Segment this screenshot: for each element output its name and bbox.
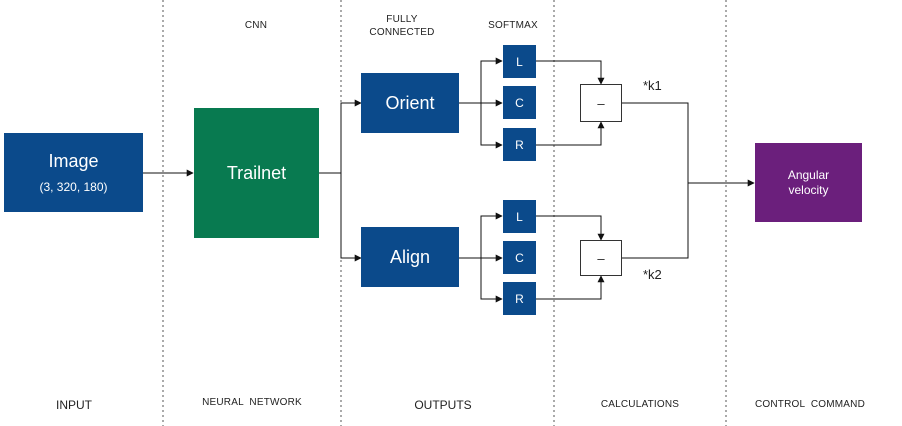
trailnet-node: Trailnet: [194, 108, 319, 238]
section-control-command-label: CONTROL COMMAND: [754, 399, 866, 410]
image-input-node: Image (3, 320, 180): [4, 133, 143, 212]
trailnet-label: Trailnet: [226, 162, 287, 183]
softmax-header: SOFTMAX: [488, 20, 538, 31]
subtract-orient-node: –: [580, 84, 622, 122]
image-shape: (3, 320, 180): [39, 180, 108, 194]
section-input-label: INPUT: [56, 398, 92, 412]
orient-softmax-r: R: [503, 128, 536, 161]
orient-softmax-l: L: [503, 45, 536, 78]
fully-connected-header: FULLY CONNECTED: [369, 14, 435, 38]
align-softmax-c: C: [503, 241, 536, 274]
orient-node: Orient: [361, 73, 459, 133]
align-softmax-l: L: [503, 200, 536, 233]
orient-softmax-c: C: [503, 86, 536, 119]
gain-k2-label: *k2: [643, 267, 662, 282]
align-label: Align: [389, 246, 431, 267]
align-softmax-r: R: [503, 282, 536, 315]
gain-k1-label: *k1: [643, 78, 662, 93]
subtract-align-node: –: [580, 240, 622, 276]
section-neural-network-label: NEURAL NETWORK: [202, 397, 302, 408]
align-node: Align: [361, 227, 459, 287]
angular-velocity-node: Angular velocity: [755, 143, 862, 222]
section-dividers: [162, 0, 727, 426]
flow-arrows: [143, 57, 755, 303]
section-outputs-label: OUTPUTS: [414, 398, 472, 412]
section-calculations-label: CALCULATIONS: [600, 399, 680, 410]
orient-label: Orient: [385, 92, 435, 113]
cnn-header: CNN: [244, 20, 268, 31]
image-title: Image: [48, 151, 99, 171]
